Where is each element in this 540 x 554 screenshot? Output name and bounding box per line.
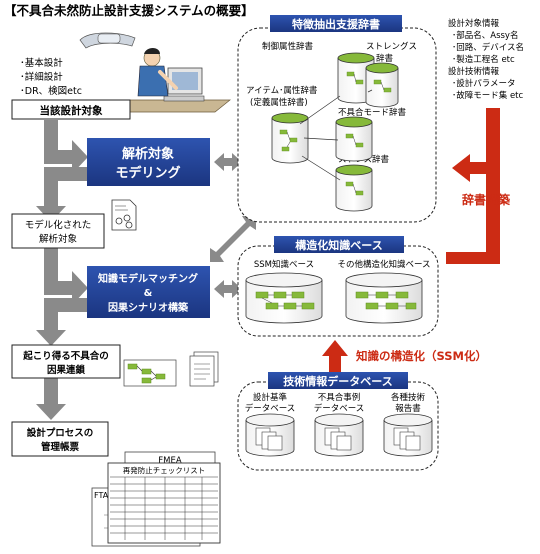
strength-dictionary-label2: 辞書 bbox=[376, 53, 394, 64]
process-forms-line1: 設計プロセスの bbox=[27, 427, 94, 439]
designer-illustration bbox=[79, 32, 231, 113]
modeled-target-line1: モデル化された bbox=[25, 219, 92, 231]
recurrence-checklist-label: 再発防止チェックリスト bbox=[123, 465, 206, 475]
report-pages-icon bbox=[189, 351, 219, 387]
design-info-heading2: 設計技術情報 bbox=[448, 66, 500, 77]
causal-chain-line2: 因果連鎖 bbox=[47, 364, 86, 376]
knowledge-base-title-bar bbox=[274, 236, 404, 253]
knowledge-structuring-label: 知識の構造化（SSM化） bbox=[355, 349, 487, 363]
failure-mode-dictionary-label: 不具合モード辞書 bbox=[338, 107, 407, 118]
strength-dictionary-label1: ストレングス bbox=[366, 41, 417, 52]
tech-report-label2: 報告書 bbox=[395, 403, 421, 414]
phase-basic-design: ･基本設計 bbox=[20, 57, 63, 69]
design-target-box bbox=[11, 99, 131, 120]
causal-chain-graphic bbox=[123, 359, 177, 387]
design-info-item1: ･部品名、Assy名 bbox=[452, 30, 518, 41]
design-info-item5: ･故障モード集 etc bbox=[452, 90, 524, 101]
failure-mode-dictionary-db-icon bbox=[335, 116, 373, 162]
knowledge-structuring-arrow bbox=[322, 340, 348, 378]
other-knowledge-db-icon bbox=[345, 272, 423, 324]
design-phase-list: ･基本設計 ･詳細設計 ･DR、検図etc bbox=[20, 57, 82, 97]
design-standard-db-label1: 設計基準 bbox=[253, 392, 288, 403]
strength-dictionary-db-icon bbox=[365, 62, 399, 108]
fta-form-label: FTA bbox=[94, 491, 109, 500]
process-forms-line2: 管理帳票 bbox=[41, 441, 80, 453]
modeled-target-box bbox=[11, 213, 105, 249]
knowledge-matching-box bbox=[87, 266, 210, 318]
design-info-list: 設計対象情報 ･部品名、Assy名 ･回路、デバイス名 ･製造工程名 etc 設… bbox=[448, 18, 524, 101]
diagram-title: 【不具合未然防止設計支援システムの概要】 bbox=[4, 3, 254, 18]
tech-db-title: 技術情報データベース bbox=[283, 374, 392, 388]
exchange-arrows bbox=[210, 153, 256, 298]
failure-case-db-icon bbox=[314, 413, 364, 457]
process-forms-box bbox=[11, 421, 109, 457]
causal-chain-line1: 起こり得る不具合の bbox=[22, 350, 109, 362]
knowledge-matching-line1: 知識モデルマッチング bbox=[97, 272, 198, 285]
design-info-item2: ･回路、デバイス名 bbox=[452, 42, 524, 53]
management-forms-stack: FTA FMEA 再発防止チェックリスト bbox=[91, 451, 221, 547]
knowledge-matching-line2: & bbox=[144, 288, 153, 299]
dictionary-panel-title-bar bbox=[270, 15, 402, 32]
dictionary-panel-title: 特徴抽出支援辞書 bbox=[292, 17, 380, 31]
fmea-form-label: FMEA bbox=[158, 456, 182, 466]
design-info-item3: ･製造工程名 etc bbox=[452, 54, 515, 65]
knowledge-base-title: 構造化知識ベース bbox=[295, 238, 382, 252]
model-document-icon bbox=[111, 199, 137, 231]
ssm-knowledge-db-icon bbox=[245, 272, 323, 324]
knowledge-matching-line3: 因果シナリオ構築 bbox=[108, 301, 189, 314]
failure-case-db-label2: データベース bbox=[314, 403, 365, 414]
item-dictionary-db-icon bbox=[271, 112, 309, 164]
modeled-target-line2: 解析対象 bbox=[39, 233, 78, 245]
tech-report-label1: 各種技術 bbox=[391, 392, 426, 403]
analysis-modeling-line2: モデリング bbox=[115, 165, 180, 181]
analysis-modeling-line1: 解析対象 bbox=[121, 146, 174, 162]
failure-case-db-label1: 不具合事例 bbox=[318, 392, 361, 403]
stress-dictionary-db-icon bbox=[335, 164, 373, 212]
phase-review: ･DR、検図etc bbox=[20, 85, 82, 97]
design-info-item4: ･設計パラメータ bbox=[452, 78, 516, 89]
ssm-knowledge-base-label: SSM知識ベース bbox=[254, 259, 314, 270]
item-dictionary-label1: アイテム･属性辞書 bbox=[246, 85, 318, 96]
other-knowledge-base-label: その他構造化知識ベース bbox=[337, 259, 430, 270]
tech-report-db-icon bbox=[383, 413, 433, 457]
design-target-label: 当該設計対象 bbox=[40, 104, 103, 117]
control-dictionary-label: 制御属性辞書 bbox=[262, 41, 314, 52]
design-standard-db-label2: データベース bbox=[245, 403, 296, 414]
phase-detailed-design: ･詳細設計 bbox=[20, 71, 63, 83]
design-info-heading1: 設計対象情報 bbox=[448, 18, 500, 29]
design-standard-db-icon bbox=[245, 413, 295, 457]
dictionary-build-arrow bbox=[446, 108, 500, 264]
dictionary-link-lines bbox=[299, 89, 373, 181]
dictionary-build-label: 辞書構築 bbox=[462, 192, 511, 207]
causal-chain-box bbox=[11, 344, 121, 379]
analysis-modeling-box bbox=[87, 138, 210, 186]
item-dictionary-label2: (定義属性辞書) bbox=[250, 97, 308, 108]
tech-db-title-bar bbox=[268, 372, 408, 389]
main-flow-arrows bbox=[36, 120, 88, 420]
